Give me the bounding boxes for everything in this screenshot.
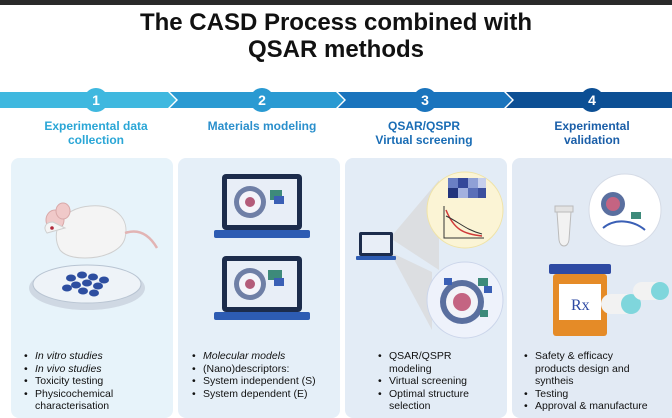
step-1-label-line-2: collection — [67, 133, 124, 147]
laptops-illustration — [214, 174, 310, 320]
step-2-label: Materials modeling — [178, 119, 346, 133]
laptop-top-icon — [214, 174, 310, 238]
step-4-label-line-1: Experimental — [554, 119, 630, 133]
nanoparticle-zoom-icon — [426, 261, 504, 339]
list-item: System independent (S) — [190, 375, 316, 388]
step-1-label-line-1: Experimental data — [44, 119, 148, 133]
cells-icon — [62, 271, 109, 297]
step-2-number: 2 — [250, 88, 274, 112]
laptop-small-icon — [356, 232, 396, 260]
mouse-icon — [44, 202, 159, 259]
screening-illustration — [356, 171, 504, 339]
list-item: Virtual screening — [376, 375, 469, 388]
list-item: Testing — [522, 388, 648, 401]
list-item: Approval & manufacture — [522, 400, 648, 413]
list-item: In vivo studies — [22, 363, 113, 376]
step-4-number: 4 — [580, 88, 604, 112]
validation-illustration: Rx — [549, 173, 669, 336]
step-3-label-line-1: QSAR/QSPR — [387, 119, 460, 133]
step-2-label-line-1: Materials modeling — [207, 119, 317, 133]
title-line-1: The CASD Process combined with — [139, 9, 533, 36]
mouse-petri-illustration — [29, 202, 159, 310]
panel-2-list: Molecular models (Nano)descriptors: Syst… — [190, 350, 316, 400]
list-item: In vitro studies — [22, 350, 113, 363]
page-title: The CASD Process combined with QSAR meth… — [0, 9, 672, 63]
list-item: (Nano)descriptors: — [190, 363, 316, 376]
list-item: Molecular models — [190, 350, 316, 363]
heatmap-plot-icon — [426, 171, 504, 249]
test-tube-icon — [554, 205, 574, 247]
list-item: System dependent (E) — [190, 388, 316, 401]
panel-1-list: In vitro studies In vivo studies Toxicit… — [22, 350, 113, 413]
list-item: Toxicity testing — [22, 375, 113, 388]
step-1-label: Experimental data collection — [12, 119, 180, 147]
step-3-label: QSAR/QSPR Virtual screening — [340, 119, 508, 147]
laptop-bottom-icon — [214, 256, 310, 320]
step-4-label-line-2: validation — [563, 133, 620, 147]
bottle-label-text: Rx — [571, 297, 590, 314]
capsule-icon — [601, 282, 669, 314]
step-3-label-line-2: Virtual screening — [375, 133, 473, 147]
title-line-2: QSAR methods — [247, 36, 424, 63]
top-border — [0, 0, 672, 5]
pill-bottle-icon: Rx — [549, 264, 611, 336]
step-1-number: 1 — [84, 88, 108, 112]
structure-zoom-icon — [588, 173, 662, 247]
step-3-number: 3 — [413, 88, 437, 112]
step-4-label: Experimental validation — [508, 119, 672, 147]
